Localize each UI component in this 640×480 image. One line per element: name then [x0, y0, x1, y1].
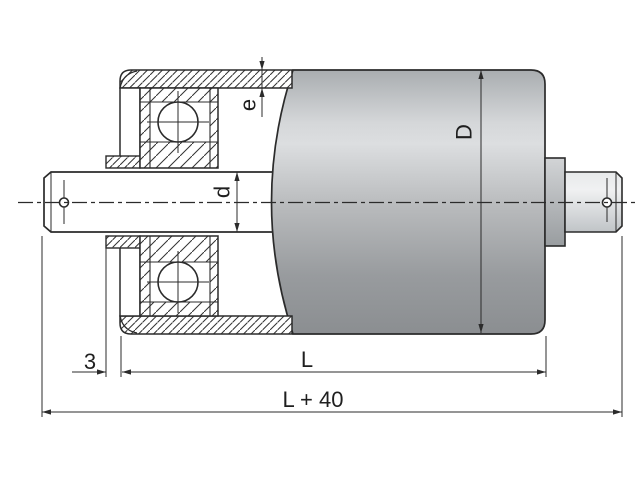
- total-length-label: L + 40: [283, 387, 344, 412]
- roller-length-label: L: [301, 347, 313, 372]
- wall-thickness-label: e: [236, 99, 261, 111]
- arrowhead-right-icon: [97, 369, 106, 375]
- arrowhead-right-icon: [537, 369, 546, 375]
- end-cap-corner-arc-bottom: [119, 314, 138, 334]
- labyrinth-seal-top: [105, 155, 141, 169]
- dimension-bearing-offset: 3: [72, 242, 107, 377]
- tube-wall-bottom: [119, 314, 293, 335]
- bearing-offset-label: 3: [84, 349, 96, 374]
- roller-diameter-label: D: [452, 124, 477, 140]
- arrowhead-right-icon: [613, 409, 622, 415]
- arrowhead-up-icon: [259, 88, 265, 97]
- arrowhead-left-icon: [122, 369, 131, 375]
- arrowhead-up-icon: [234, 172, 240, 181]
- arrowhead-left-icon: [42, 409, 51, 415]
- arrowhead-up-icon: [478, 70, 484, 79]
- end-cap-top: [119, 87, 141, 159]
- end-cap-bottom: [119, 245, 141, 317]
- end-cap-corner-arc: [119, 70, 138, 90]
- labyrinth-seal-bottom: [105, 235, 141, 249]
- shaft-diameter-label: d: [210, 186, 235, 198]
- dimension-wall-thickness: e: [236, 57, 265, 117]
- arrowhead-down-icon: [234, 223, 240, 232]
- arrowhead-down-icon: [478, 324, 484, 333]
- dimension-total-length: L + 40: [41, 236, 623, 417]
- dimension-roller-length: L: [120, 336, 547, 377]
- arrowhead-down-icon: [259, 61, 265, 70]
- dimension-shaft-diameter: d: [210, 172, 240, 232]
- dimension-roller-diameter: D: [452, 70, 484, 333]
- ball-bearing-bottom: [139, 235, 219, 317]
- ball-bearing-top: [139, 87, 219, 169]
- tube-wall-top: [119, 69, 293, 90]
